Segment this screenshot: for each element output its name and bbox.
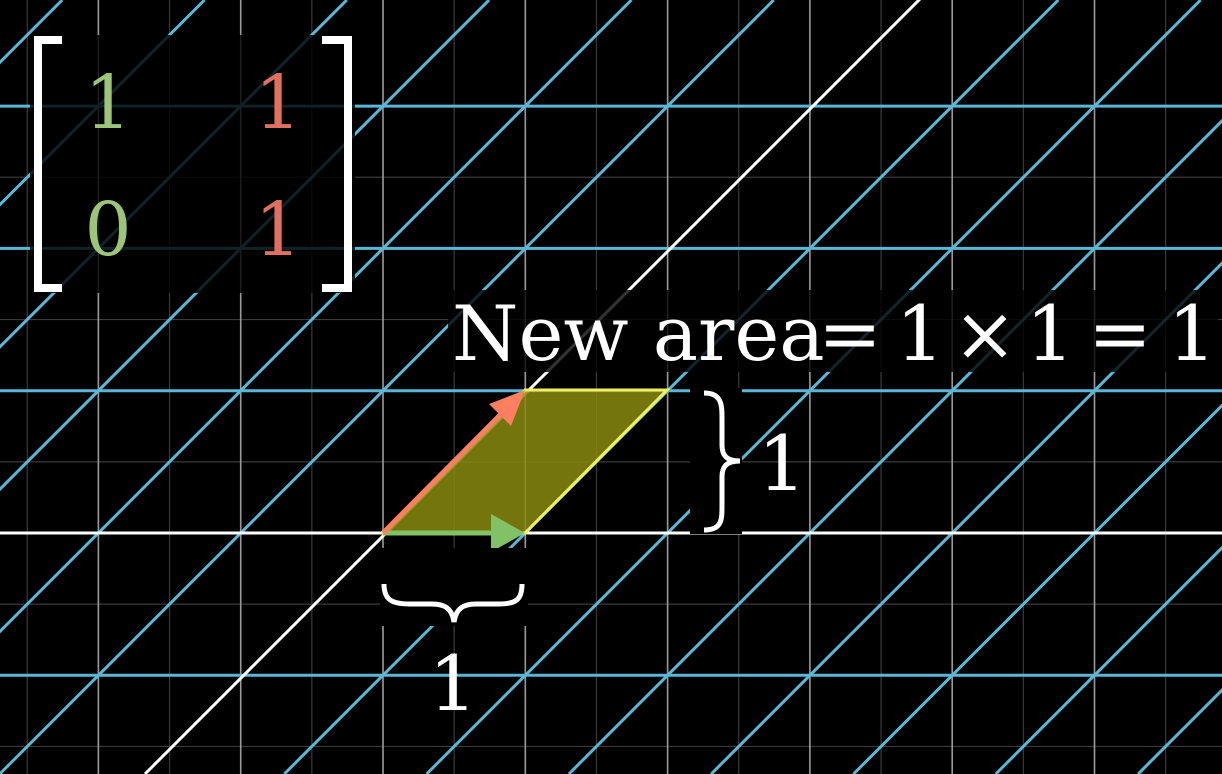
width-label: 1 (429, 639, 477, 728)
transformed-grid-line (0, 0, 491, 492)
equation-equals-1: = (818, 289, 882, 378)
transformed-grid-line (567, 118, 1222, 774)
equation-times: × (953, 289, 1017, 378)
equation-equals-2: = (1088, 289, 1152, 378)
i-hat-vector (383, 514, 525, 552)
transformed-grid-line (1137, 687, 1222, 774)
matrix-entry-d: 1 (254, 187, 301, 273)
equation-factor-2: 1 (1026, 289, 1074, 378)
matrix-entry-b: 1 (254, 60, 301, 146)
width-brace (381, 583, 525, 623)
area-equation: New area = 1 × 1 = 1 (452, 289, 1216, 378)
transformed-y-axis (143, 0, 922, 774)
equation-result: 1 (1168, 289, 1216, 378)
transformed-grid-line (710, 261, 1222, 774)
matrix-right-bracket (322, 36, 352, 292)
j-hat-vector (381, 390, 525, 535)
brace-backdrop (380, 548, 528, 626)
matrix-entry-a: 1 (84, 60, 131, 146)
matrix-left-bracket (34, 36, 62, 292)
transformed-grid-line (852, 403, 1222, 774)
matrix-backdrop (30, 35, 355, 293)
matrix-entry-c: 0 (84, 187, 131, 273)
transformed-grid-line (0, 0, 775, 774)
equation-label: New area (452, 289, 825, 378)
equation-backdrop (448, 290, 1218, 372)
height-brace (703, 390, 741, 533)
transformed-grid-line (283, 0, 1060, 774)
transformed-grid-line (994, 545, 1222, 774)
equation-factor-1: 1 (896, 289, 944, 378)
height-label: 1 (758, 419, 806, 508)
transformed-grid-line (425, 0, 1202, 774)
transformed-grid-line (0, 0, 633, 634)
